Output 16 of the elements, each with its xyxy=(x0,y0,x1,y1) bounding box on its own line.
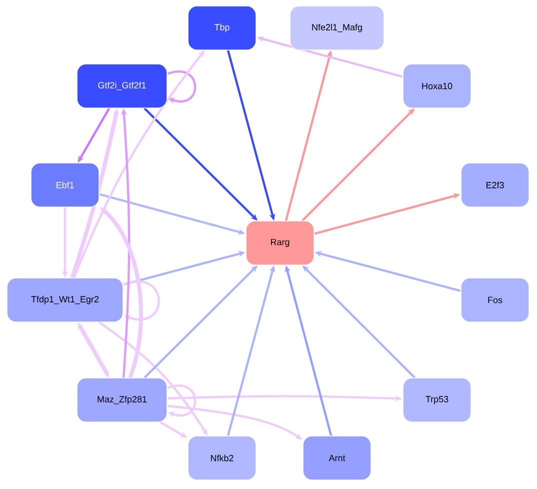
gene-box: Nfkb2 xyxy=(188,436,256,480)
gene-box: Tfdp1_Wt1_Egr2 xyxy=(6,278,124,322)
gene-box: E2f3 xyxy=(460,162,530,208)
arrow xyxy=(167,384,196,418)
gene-box: Fos xyxy=(460,278,530,322)
gene-box: Arnt xyxy=(302,436,372,480)
arrow xyxy=(123,280,160,322)
gene-box: Trp53 xyxy=(402,378,472,422)
gene-box: Hoxa10 xyxy=(402,64,472,108)
gene-box: Gtf2i_Gtf2f1 xyxy=(76,64,168,108)
gene-box: Ebf1 xyxy=(30,162,100,208)
gene-box: Nfe2l1_Mafg xyxy=(290,6,384,50)
gene-box: Tbp xyxy=(188,6,256,50)
gene-box: Maz_Zfp281 xyxy=(76,378,168,422)
arrow xyxy=(167,70,196,104)
gene-box: Rarg xyxy=(246,220,314,266)
